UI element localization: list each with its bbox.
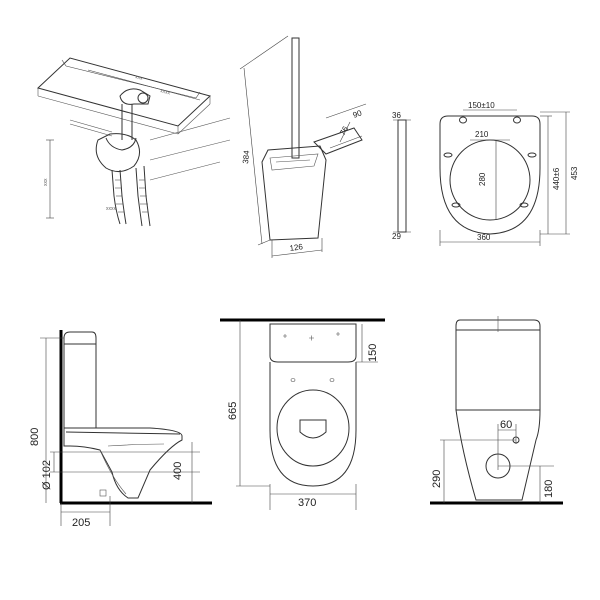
wall-offset: 205 bbox=[72, 517, 90, 529]
hinge-hole-left bbox=[459, 116, 467, 124]
front-inlet-height: 290 bbox=[431, 470, 443, 488]
front-offset: 60 bbox=[500, 419, 512, 431]
seat-opening bbox=[449, 139, 531, 221]
brush-glass-body bbox=[261, 145, 327, 241]
seat-inner-width: 210 bbox=[475, 130, 489, 139]
bowl-top-outline bbox=[269, 362, 357, 487]
front-outlet-height: 180 bbox=[543, 480, 555, 498]
bowl-outline bbox=[63, 427, 183, 499]
svg-text:xxxx: xxxx bbox=[159, 88, 171, 97]
toilet-front-view: 60 290 180 bbox=[430, 316, 563, 505]
cistern-top-outline bbox=[269, 323, 357, 363]
svg-text:xxx: xxx bbox=[43, 178, 49, 186]
toilet-depth: 665 bbox=[227, 402, 239, 420]
front-bowl-outline bbox=[455, 409, 541, 501]
outlet-height: 400 bbox=[172, 462, 184, 480]
wall-bracket bbox=[313, 127, 363, 155]
seat-hinge-spacing: 150±10 bbox=[468, 101, 495, 110]
brush-holder-drawing: 384 126 90 76 bbox=[239, 35, 367, 258]
outlet-diameter: Ø 102 bbox=[41, 460, 53, 490]
seat-width: 360 bbox=[477, 233, 491, 242]
brush-holder-height: 384 bbox=[241, 149, 251, 164]
svg-text:xxx: xxx bbox=[134, 74, 143, 82]
bowl-opening bbox=[299, 419, 327, 439]
tank-depth: 150 bbox=[367, 344, 379, 362]
hygienic-shower-drawing: xxx xxxx xxx xxxx bbox=[37, 57, 231, 227]
toilet-top-view: 665 150 370 bbox=[220, 318, 385, 510]
brush-handle bbox=[291, 37, 300, 159]
toilet-width: 370 bbox=[298, 497, 316, 509]
toilet-seat-drawing: 36 29 150±10 210 280 360 440±6 453 bbox=[392, 101, 579, 246]
shower-holder-body bbox=[95, 133, 140, 172]
outlet-marker bbox=[99, 489, 107, 497]
svg-text:xxxx: xxxx bbox=[106, 206, 117, 212]
seat-length: 440±6 bbox=[552, 167, 561, 190]
bowl-rim-inner bbox=[276, 389, 350, 467]
front-cistern-outline bbox=[455, 319, 541, 411]
seat-side-profile bbox=[397, 119, 407, 233]
cistern-outline bbox=[63, 331, 97, 429]
seat-gap-top: 36 bbox=[392, 111, 401, 120]
seat-inner-length: 280 bbox=[478, 172, 487, 186]
toilet-side-view: Ø 102 400 800 205 bbox=[29, 330, 212, 529]
seat-total-length: 453 bbox=[570, 166, 579, 180]
seat-outline bbox=[439, 115, 541, 235]
brush-holder-depth-b: 76 bbox=[338, 124, 351, 137]
hinge-hole-right bbox=[513, 116, 521, 124]
brush-holder-depth-a: 90 bbox=[352, 108, 364, 120]
toilet-height: 800 bbox=[29, 428, 41, 446]
hose-right bbox=[135, 167, 143, 227]
seat-gap-bottom: 29 bbox=[392, 232, 401, 241]
shower-head bbox=[119, 88, 151, 105]
hose-left bbox=[111, 169, 121, 225]
brush-holder-width: 126 bbox=[289, 242, 304, 253]
